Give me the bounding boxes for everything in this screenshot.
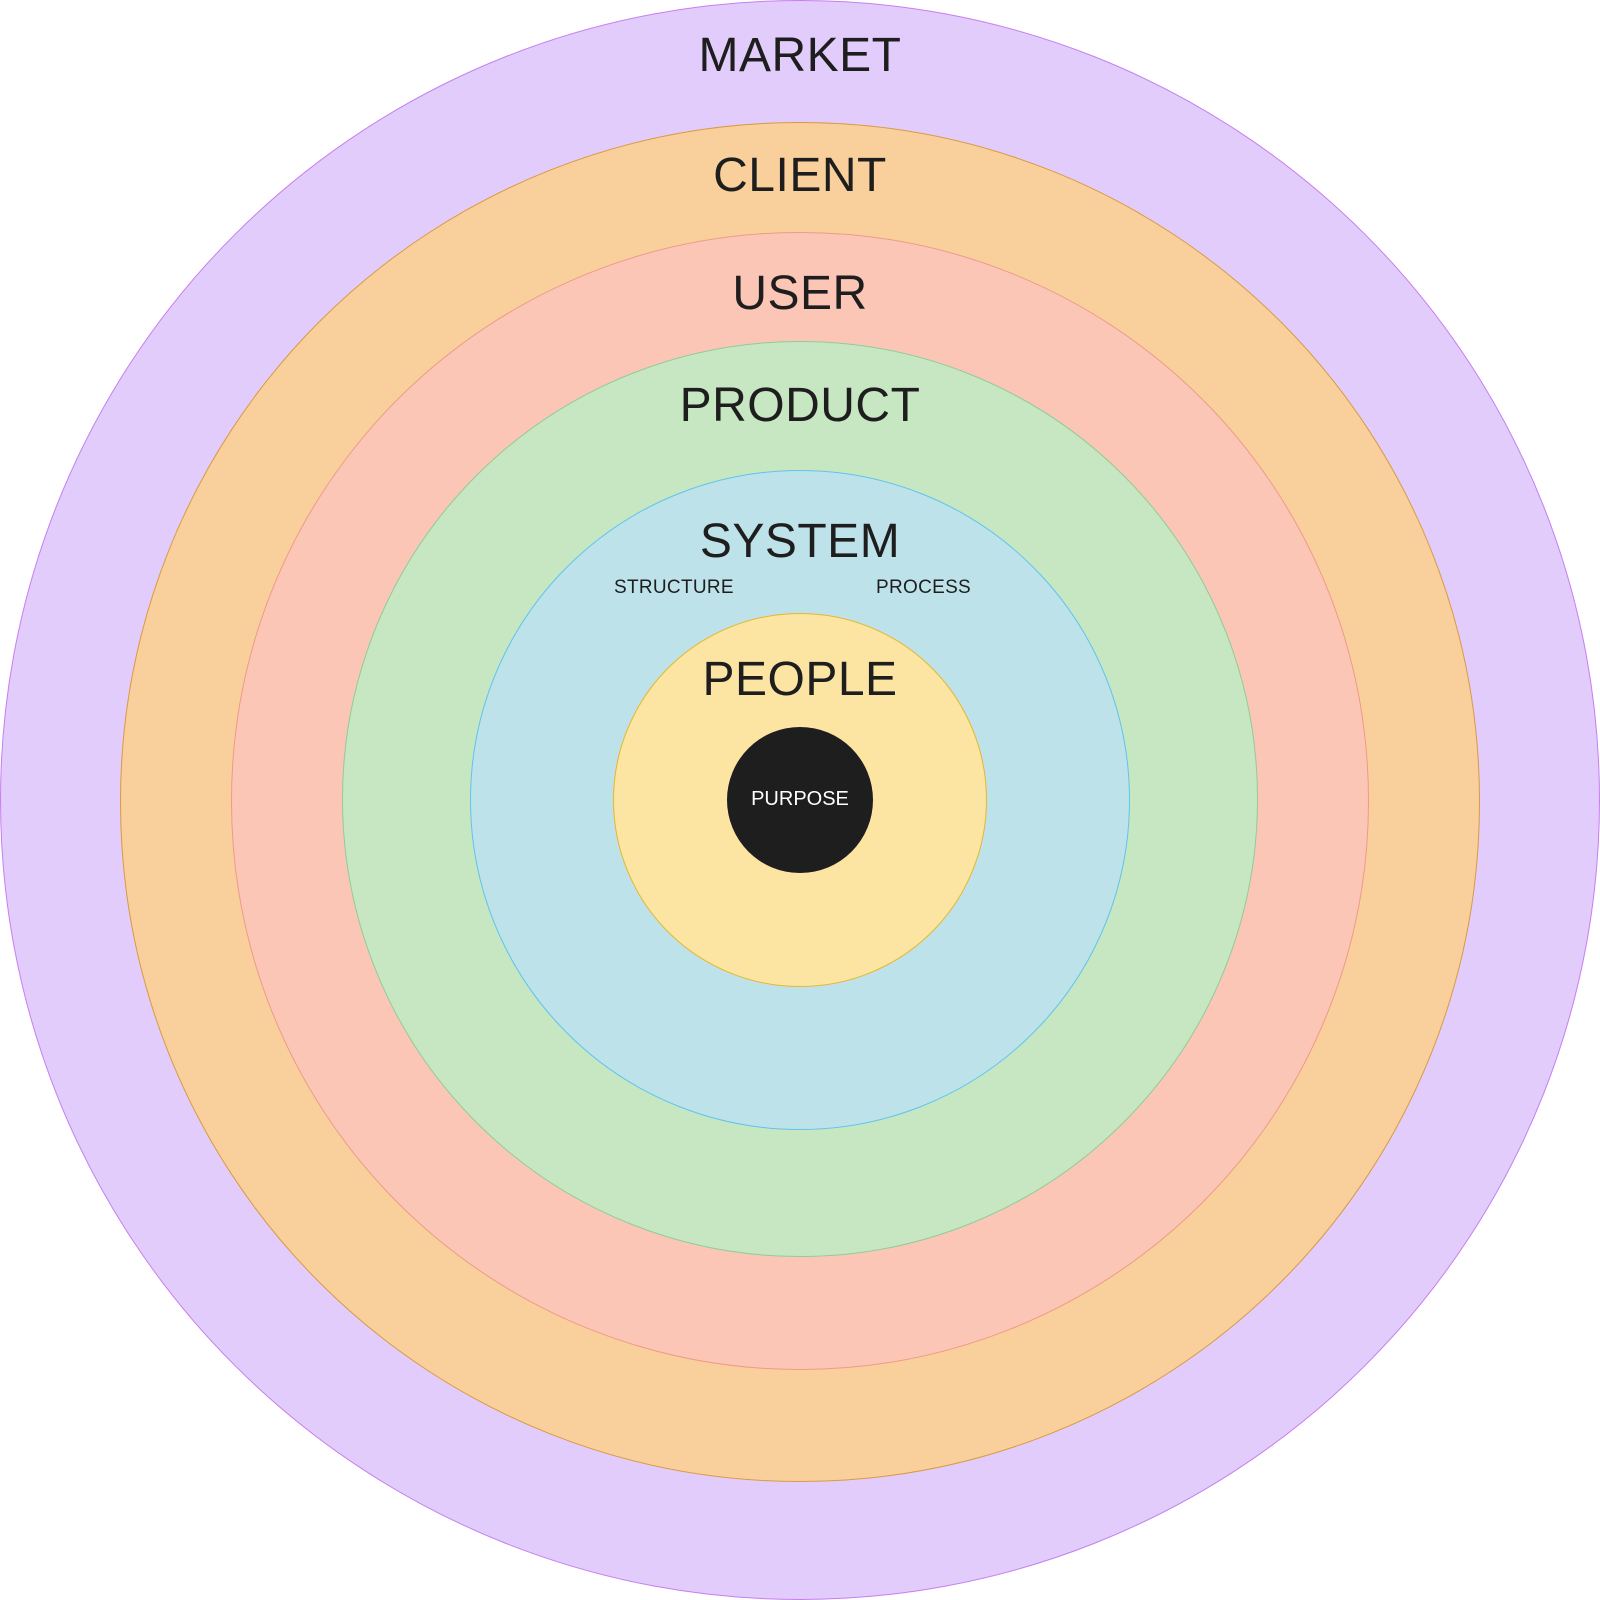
people-label: PEOPLE (702, 653, 898, 706)
purpose-core (727, 727, 873, 873)
product-label: PRODUCT (679, 379, 921, 432)
market-label: MARKET (698, 29, 902, 82)
purpose-label: PURPOSE (751, 788, 849, 810)
user-label: USER (732, 267, 868, 320)
system-label: SYSTEM (699, 515, 901, 568)
client-label: CLIENT (713, 149, 887, 202)
structure-label: STRUCTURE (614, 577, 734, 598)
process-label: PROCESS (876, 577, 972, 598)
